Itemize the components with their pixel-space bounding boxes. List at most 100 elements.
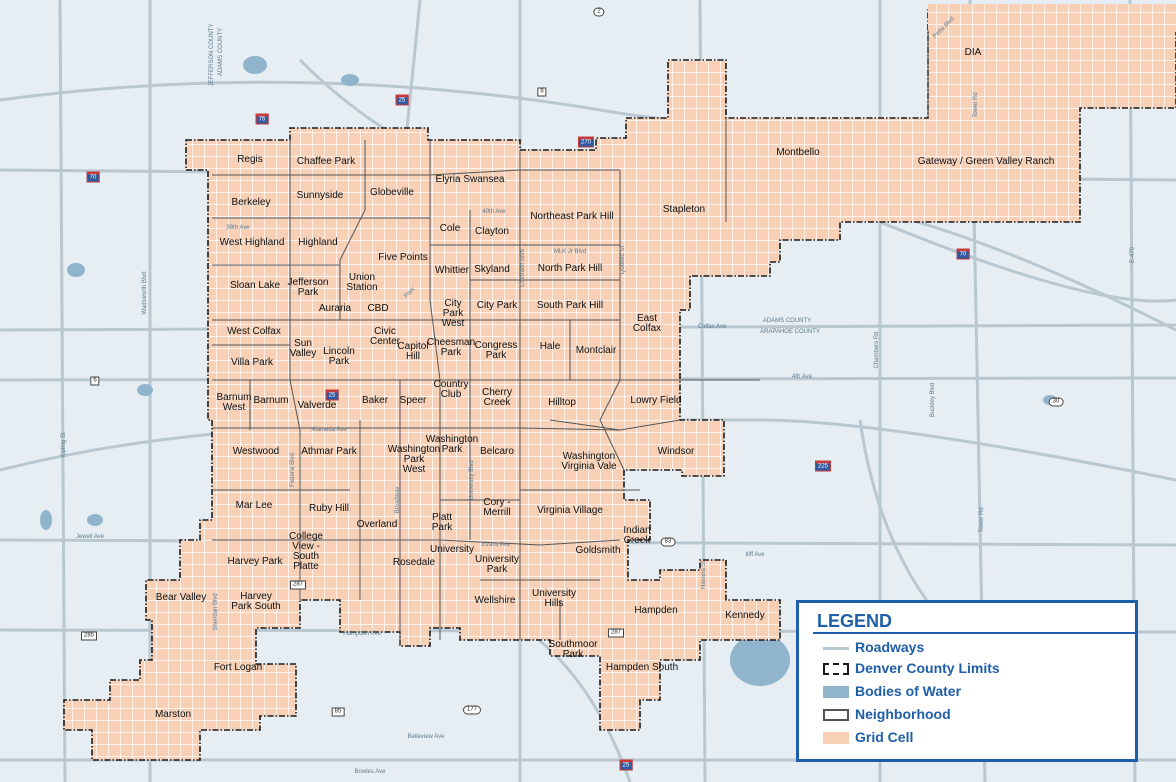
neighborhood-label-hale: Hale xyxy=(539,341,561,352)
highway-shield-83: 83 xyxy=(660,537,676,547)
road-label-quebec-st: Quebec St xyxy=(620,245,626,275)
legend-swatch-water xyxy=(823,686,849,698)
neighborhood-label-mar-lee: Mar Lee xyxy=(235,500,273,511)
neighborhood-label-harvey-park: Harvey Park xyxy=(227,556,283,567)
neighborhood-label-west-colfax: West Colfax xyxy=(227,326,281,337)
neighborhood-label-villa-park: Villa Park xyxy=(230,357,274,368)
neighborhood-label-elyria-swansea: Elyria Swansea xyxy=(435,174,505,185)
neighborhood-label-congress-park: Congress Park xyxy=(474,340,518,361)
neighborhood-label-montbello: Montbello xyxy=(776,147,820,158)
legend-label-neighborhood: Neighborhood xyxy=(855,706,951,722)
neighborhood-label-westwood: Westwood xyxy=(232,446,280,457)
road-label-broadway: Broadway xyxy=(395,486,401,514)
neighborhood-label-indian-creek: Indian Creek xyxy=(623,525,651,546)
neighborhood-label-windsor: Windsor xyxy=(657,446,695,457)
neighborhood-label-university-hills: University Hills xyxy=(532,588,576,609)
neighborhood-label-cory-merrill: Cory - Merrill xyxy=(483,497,511,518)
road-label-4th-ave: 4th Ave xyxy=(792,374,812,380)
neighborhood-label-jefferson-park: Jefferson Park xyxy=(287,277,329,298)
road-label-jewell-ave: Jewell Ave xyxy=(75,534,105,540)
neighborhood-label-kennedy: Kennedy xyxy=(725,610,765,621)
neighborhood-label-globeville: Globeville xyxy=(370,187,414,198)
legend-label-roadways: Roadways xyxy=(855,639,925,655)
neighborhood-label-highland: Highland xyxy=(298,237,338,248)
neighborhood-label-southmoor-park: Southmoor Park xyxy=(548,639,598,660)
road-label-40th-ave: 40th Ave xyxy=(482,209,506,215)
road-label-iliff-ave: Iliff Ave xyxy=(745,552,765,558)
neighborhood-label-lowry-field: Lowry Field xyxy=(630,395,682,406)
neighborhood-label-fort-logan: Fort Logan xyxy=(213,662,263,673)
highway-shield-i70-west: 70 xyxy=(86,171,100,183)
road-label-colorado-blvd: Colorado Blvd xyxy=(520,249,526,287)
neighborhood-label-gateway: Gateway / Green Valley Ranch xyxy=(917,156,1055,167)
highway-shield-i270: 270 xyxy=(577,136,595,148)
neighborhood-label-bear-valley: Bear Valley xyxy=(155,592,207,603)
neighborhood-label-washington-park-west: Washington Park West xyxy=(387,444,441,475)
neighborhood-label-speer: Speer xyxy=(399,395,427,406)
neighborhood-label-north-park-hill: North Park Hill xyxy=(537,263,603,274)
highway-shield-us85: 85 xyxy=(331,707,345,717)
neighborhood-label-hilltop: Hilltop xyxy=(548,397,576,408)
neighborhood-label-chaffee-park: Chaffee Park xyxy=(296,156,356,167)
neighborhood-label-washington-park: Washington Park xyxy=(425,434,479,455)
neighborhood-label-cbd: CBD xyxy=(367,303,389,314)
neighborhood-label-virginia-village: Virginia Village xyxy=(537,505,603,516)
neighborhood-label-skyland: Skyland xyxy=(474,264,510,275)
neighborhood-label-montclair: Montclair xyxy=(575,345,617,356)
neighborhood-label-baker: Baker xyxy=(361,395,389,406)
road-label-arapahoe-county: ARAPAHOE COUNTY xyxy=(760,329,820,335)
neighborhood-label-wellshire: Wellshire xyxy=(474,595,516,606)
neighborhood-label-barnum-west: Barnum West xyxy=(216,392,252,413)
neighborhood-label-capitol-hill: Capitol Hill xyxy=(397,341,429,362)
road-label-buckley-blvd: Buckley Blvd xyxy=(930,382,936,418)
road-label-jefferson-county: JEFFERSON COUNTY xyxy=(209,23,215,87)
neighborhood-label-south-park-hill: South Park Hill xyxy=(536,300,604,311)
road-label-tower-rd-north: Tower Rd xyxy=(973,92,979,118)
neighborhood-label-berkeley: Berkeley xyxy=(231,197,271,208)
neighborhood-label-clayton: Clayton xyxy=(475,226,509,237)
neighborhood-label-city-park: City Park xyxy=(476,300,518,311)
highway-shield-us287-north: 287 xyxy=(289,580,307,590)
road-label-bowles-ave: Bowles Ave xyxy=(354,769,386,775)
neighborhood-label-sloan-lake: Sloan Lake xyxy=(229,280,281,291)
neighborhood-label-civic-center: Civic Center xyxy=(369,326,401,347)
neighborhood-label-cole: Cole xyxy=(439,223,461,234)
neighborhood-label-hampden-south: Hampden South xyxy=(605,662,679,673)
neighborhood-label-platt-park: Platt Park xyxy=(431,512,453,533)
legend-panel: LEGEND Roadways Denver County Limits Bod… xyxy=(796,600,1138,762)
neighborhood-label-hampden: Hampden xyxy=(634,605,678,616)
road-label-hampden-ave: Hampden Ave xyxy=(343,631,381,637)
road-label-e470: E-470 xyxy=(1130,246,1136,264)
road-label-tower-rd-south: Tower Rd xyxy=(979,507,985,533)
road-label-38th-ave: 38th Ave xyxy=(226,225,250,231)
neighborhood-label-stapleton: Stapleton xyxy=(662,204,706,215)
neighborhood-label-regis: Regis xyxy=(237,154,263,165)
neighborhood-label-harvey-park-south: Harvey Park South xyxy=(231,591,281,612)
neighborhood-label-university: University xyxy=(430,544,474,555)
neighborhood-label-lincoln-park: Lincoln Park xyxy=(323,346,355,367)
neighborhood-label-sunnyside: Sunnyside xyxy=(296,190,344,201)
legend-label-county-limits: Denver County Limits xyxy=(855,660,1000,676)
neighborhood-label-city-park-west: City Park West xyxy=(441,298,465,329)
neighborhood-label-whittier: Whittier xyxy=(435,265,469,276)
neighborhood-label-union-station: Union Station xyxy=(346,272,378,293)
neighborhood-boundaries xyxy=(212,30,929,646)
neighborhood-label-east-colfax: East Colfax xyxy=(632,313,662,334)
legend-label-water: Bodies of Water xyxy=(855,683,962,699)
road-label-university-blvd: University Blvd xyxy=(469,460,475,500)
neighborhood-label-rosedale: Rosedale xyxy=(392,557,436,568)
legend-label-grid-cell: Grid Cell xyxy=(855,729,914,745)
highway-shield-30: 30 xyxy=(1048,397,1064,407)
road-label-colfax-ave: Colfax Ave xyxy=(697,324,727,330)
highway-shield-us6-west: 6 xyxy=(90,376,100,386)
neighborhood-label-cheesman-park: Cheesman Park xyxy=(426,337,476,358)
highway-shield-i25-south: 25 xyxy=(619,759,633,771)
road-label-kipling-st: Kipling St xyxy=(61,432,67,458)
highway-shield-i70-east: 70 xyxy=(956,248,970,260)
legend-title-rule xyxy=(813,632,1135,634)
dia-extension xyxy=(928,4,1176,32)
neighborhood-label-overland: Overland xyxy=(356,519,398,530)
legend-swatch-grid-cell xyxy=(823,732,849,744)
neighborhood-label-cherry-creek: Cherry Creek xyxy=(481,387,513,408)
